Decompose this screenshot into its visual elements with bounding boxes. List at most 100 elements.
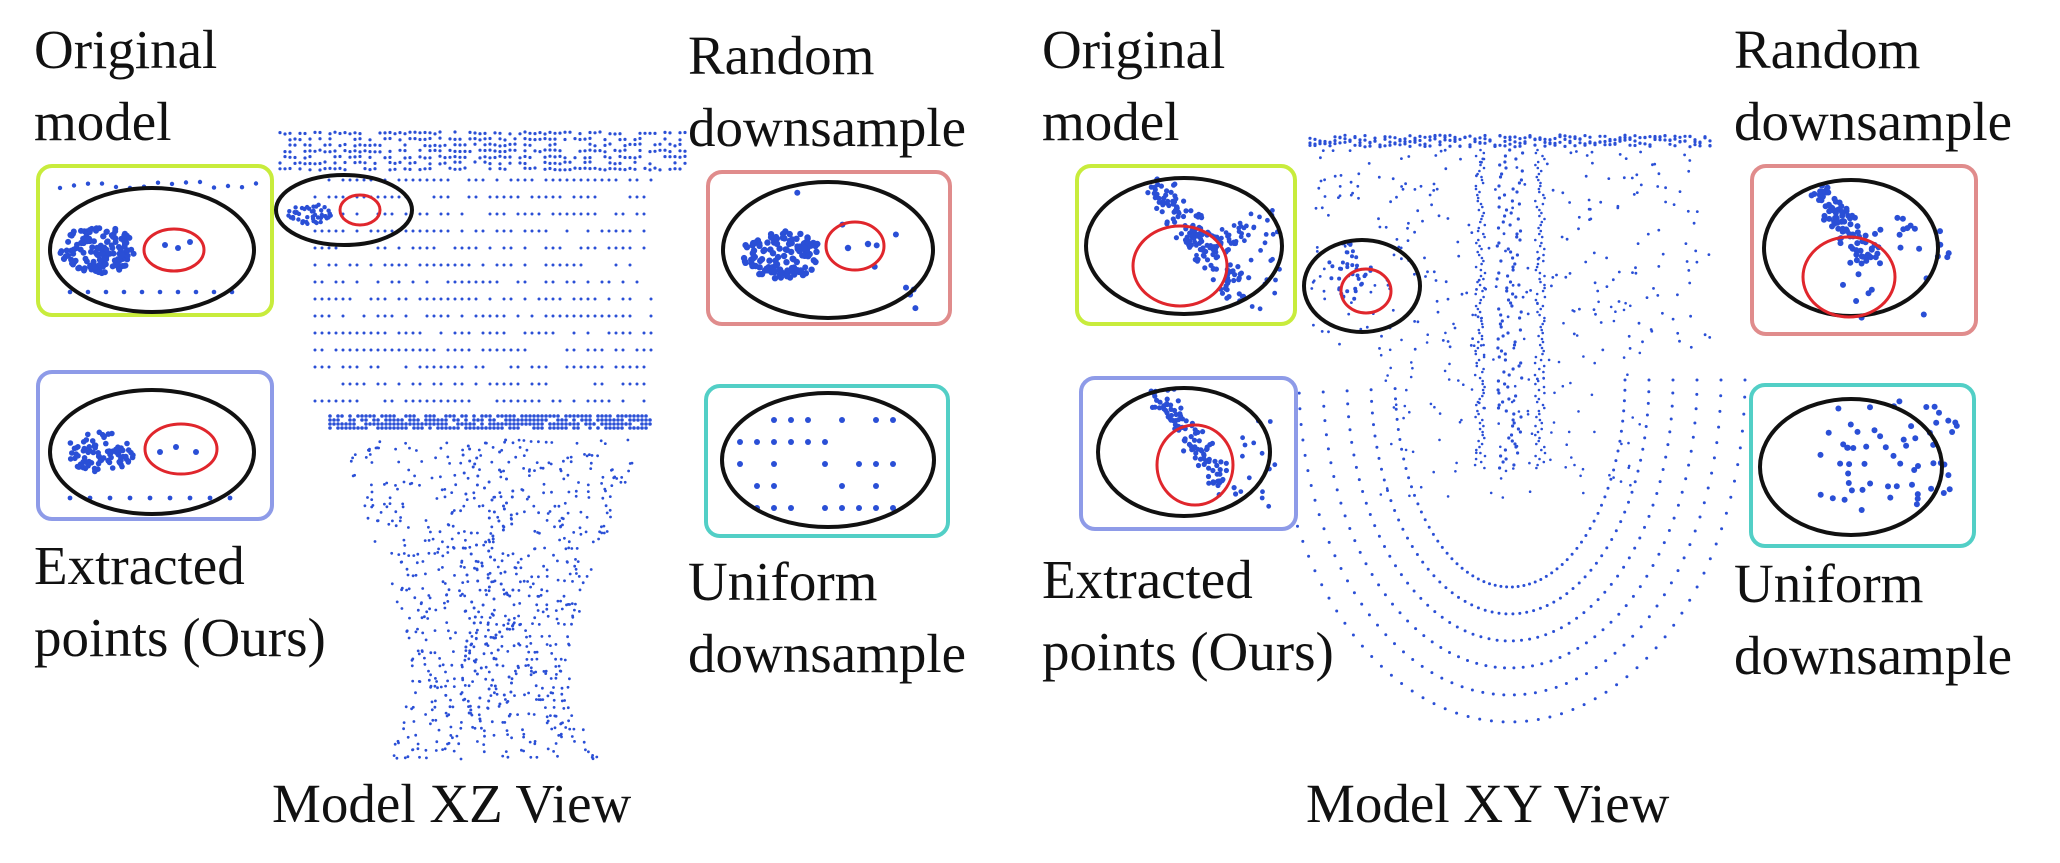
model-point bbox=[1392, 253, 1396, 257]
model-point bbox=[395, 756, 399, 760]
model-point bbox=[1476, 193, 1479, 197]
xy-label-random-line1: Random bbox=[1734, 19, 1921, 80]
model-point bbox=[370, 490, 374, 494]
xz-inset-uniform-ellipse bbox=[720, 391, 936, 529]
model-point bbox=[1582, 703, 1586, 707]
inset-point bbox=[1224, 247, 1230, 253]
model-point bbox=[394, 484, 397, 487]
model-point bbox=[358, 150, 362, 154]
model-point bbox=[1543, 137, 1547, 141]
model-point bbox=[1552, 630, 1556, 633]
model-point bbox=[628, 263, 632, 267]
model-point bbox=[454, 483, 458, 487]
model-point bbox=[1534, 355, 1538, 359]
model-point bbox=[498, 630, 502, 634]
model-point bbox=[1400, 682, 1404, 685]
model-point bbox=[376, 280, 380, 284]
model-point bbox=[388, 136, 392, 141]
inset-point bbox=[783, 273, 791, 280]
inset-point bbox=[1811, 191, 1818, 197]
model-point bbox=[1478, 169, 1481, 173]
model-point bbox=[427, 594, 431, 597]
model-point bbox=[355, 331, 359, 335]
model-point bbox=[356, 426, 360, 430]
model-point bbox=[1672, 203, 1676, 207]
model-point bbox=[1386, 489, 1389, 492]
model-point bbox=[1423, 518, 1427, 522]
model-point bbox=[1575, 677, 1578, 681]
model-point bbox=[1636, 469, 1640, 473]
model-point bbox=[1477, 208, 1481, 212]
model-point bbox=[524, 422, 528, 426]
inset-point bbox=[1837, 240, 1844, 247]
model-point bbox=[502, 229, 506, 233]
model-point bbox=[1689, 449, 1693, 453]
model-point bbox=[653, 131, 657, 135]
model-point bbox=[1405, 388, 1408, 392]
model-point bbox=[1512, 412, 1516, 416]
model-point bbox=[1345, 289, 1350, 294]
model-point bbox=[1676, 293, 1679, 297]
model-point bbox=[506, 554, 510, 557]
model-point bbox=[1638, 585, 1642, 589]
model-point bbox=[1553, 143, 1557, 147]
model-point bbox=[1555, 567, 1559, 571]
model-point bbox=[544, 297, 548, 301]
model-point bbox=[1562, 321, 1565, 325]
model-point bbox=[507, 675, 511, 679]
model-point bbox=[411, 399, 415, 403]
model-point bbox=[563, 658, 567, 662]
model-point bbox=[628, 331, 632, 335]
model-point bbox=[1350, 249, 1355, 254]
model-point bbox=[525, 645, 529, 648]
model-point bbox=[502, 297, 506, 301]
model-point bbox=[501, 552, 505, 555]
model-point bbox=[1593, 635, 1597, 639]
inset-point bbox=[839, 505, 845, 511]
model-point bbox=[404, 297, 408, 301]
model-point bbox=[1400, 257, 1403, 261]
model-point bbox=[474, 178, 478, 182]
model-point bbox=[495, 314, 499, 318]
model-point bbox=[578, 588, 582, 592]
model-point bbox=[1506, 298, 1511, 302]
inset-point bbox=[1853, 247, 1860, 254]
model-point bbox=[1476, 315, 1480, 319]
model-point bbox=[376, 422, 380, 426]
inset-point bbox=[1816, 197, 1822, 203]
model-point bbox=[602, 531, 606, 535]
model-point bbox=[406, 735, 410, 739]
model-point bbox=[369, 331, 373, 335]
model-point bbox=[1489, 491, 1493, 495]
xz-inset-random-frame bbox=[706, 170, 952, 326]
model-point bbox=[461, 676, 464, 680]
model-point bbox=[507, 714, 511, 718]
model-point bbox=[1539, 280, 1542, 284]
model-point bbox=[1410, 545, 1414, 548]
model-point bbox=[533, 149, 537, 153]
model-point bbox=[1628, 347, 1632, 350]
inset-point bbox=[1915, 463, 1921, 469]
model-point bbox=[416, 649, 420, 653]
xy-label-original: Original model bbox=[1042, 14, 1225, 158]
model-point bbox=[490, 525, 494, 529]
model-point bbox=[548, 414, 552, 418]
model-point bbox=[1350, 301, 1353, 304]
model-point bbox=[1688, 543, 1692, 547]
model-point bbox=[1433, 137, 1437, 141]
model-point bbox=[423, 615, 426, 619]
model-point bbox=[608, 426, 612, 430]
model-point bbox=[1480, 262, 1483, 266]
model-point bbox=[472, 422, 476, 426]
model-point bbox=[511, 552, 515, 556]
model-point bbox=[1328, 144, 1332, 148]
inset-point bbox=[86, 227, 93, 233]
model-point bbox=[428, 414, 432, 418]
model-point bbox=[313, 229, 317, 233]
model-point bbox=[1349, 193, 1353, 197]
model-point bbox=[1519, 310, 1523, 314]
model-point bbox=[1641, 447, 1645, 451]
model-point bbox=[1540, 337, 1544, 341]
model-point bbox=[1685, 260, 1689, 263]
model-point bbox=[621, 365, 625, 369]
